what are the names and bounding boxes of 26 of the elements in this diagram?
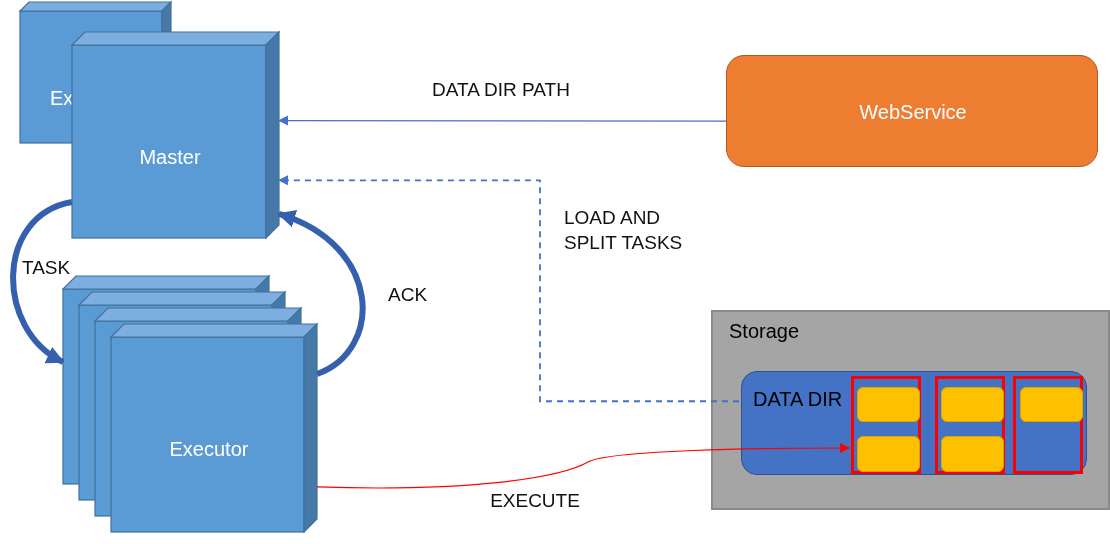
node-label: Storage (729, 320, 800, 343)
arrow (316, 443, 850, 489)
edge-label: TASK (22, 256, 72, 280)
node-label: Executor (169, 437, 249, 461)
data-block (857, 436, 920, 472)
arrow (278, 175, 740, 403)
data-block (941, 387, 1004, 422)
rounded-box (726, 55, 1098, 167)
edge-label: EXECUTE (489, 489, 581, 513)
panel (711, 310, 1110, 510)
arrow (278, 115, 727, 126)
arrow (10, 199, 73, 365)
edge-label: DATA DIR PATH (432, 78, 571, 102)
data-block (941, 436, 1004, 472)
node-label: DATA DIR (753, 388, 843, 411)
outlined-column (851, 376, 921, 474)
data-block (857, 387, 920, 422)
node-label: Ex (50, 87, 74, 110)
rounded-box (741, 371, 1087, 475)
data-block (1020, 387, 1083, 422)
edge-label: ACK (388, 283, 429, 307)
outlined-column (935, 376, 1005, 474)
node-label: WebService (859, 100, 967, 124)
node-label: Master (139, 145, 201, 169)
edge-label: LOAD AND SPLIT TASKS (564, 206, 684, 255)
outlined-column (1013, 376, 1083, 474)
